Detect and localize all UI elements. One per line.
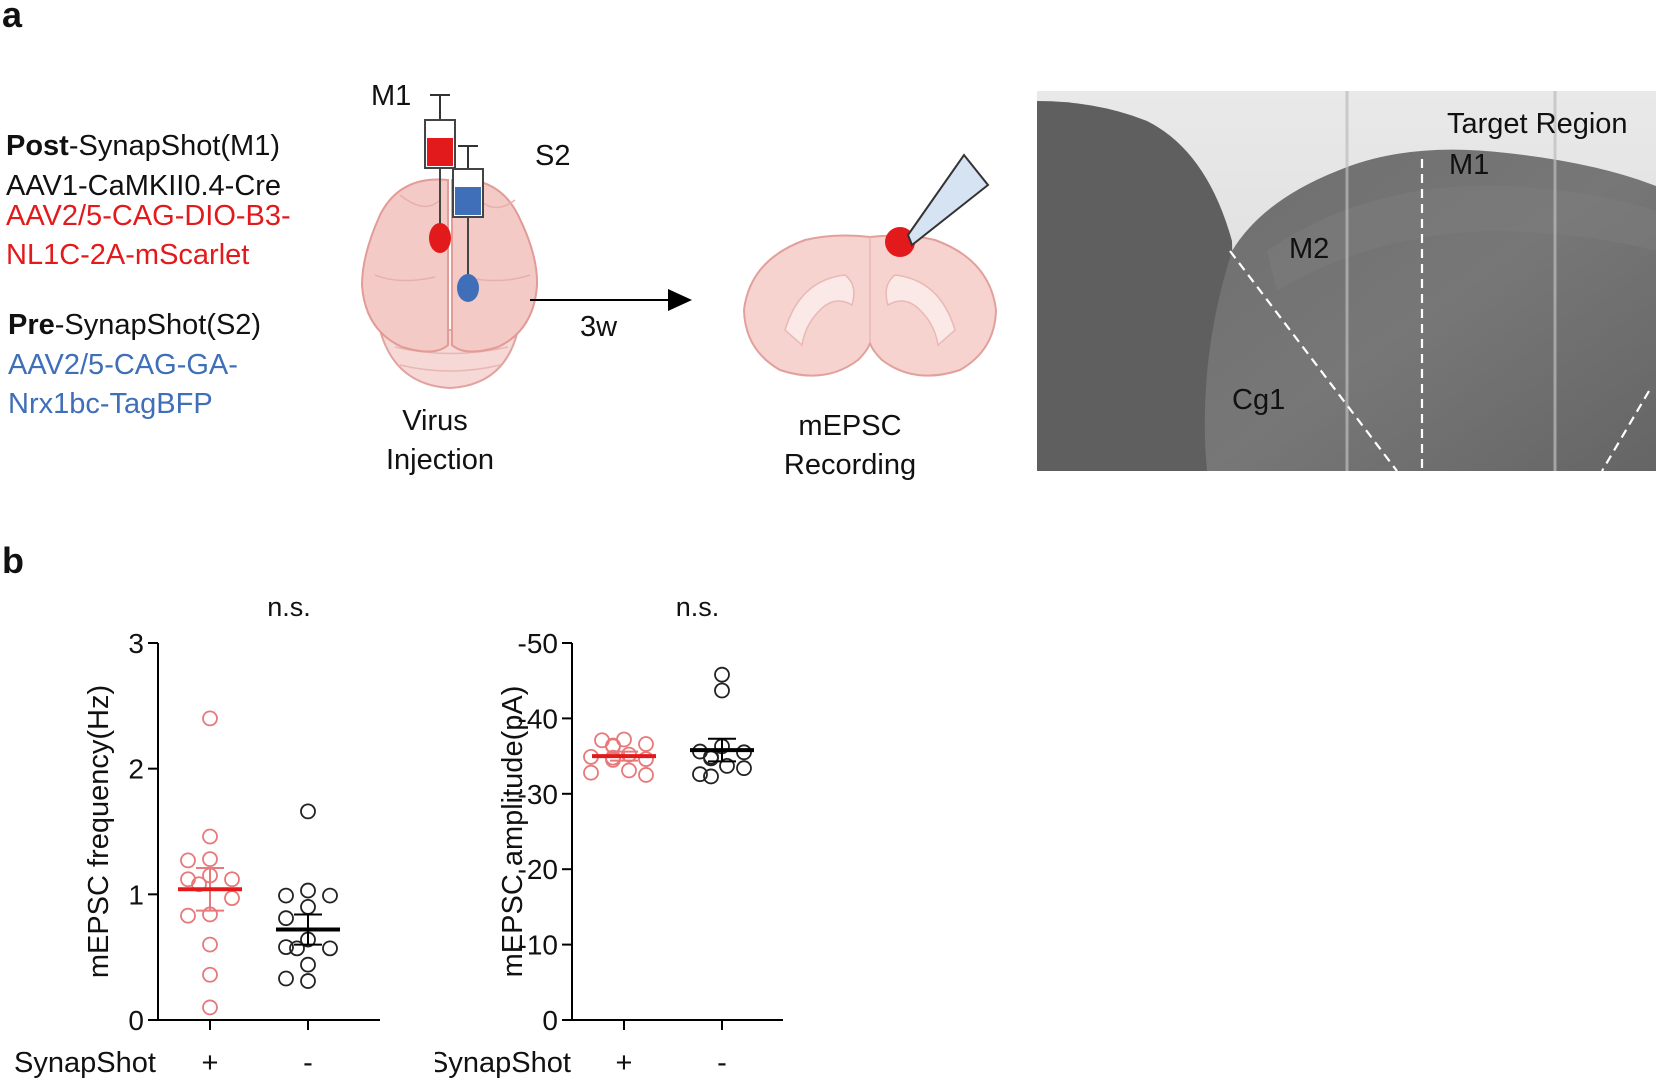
virus-injection-line-2: Injection xyxy=(385,444,494,476)
syringe-s2 xyxy=(452,145,484,302)
data-point xyxy=(322,940,338,957)
chart-mepsc-frequency: n.s. mEPSC frequency(Hz) 0 1 2 3 + - SynapShot xyxy=(14,592,380,1079)
data-point xyxy=(583,764,599,781)
data-point xyxy=(278,887,294,904)
data-point xyxy=(638,751,654,768)
micrograph-m1: M1 xyxy=(1449,149,1490,181)
x-category-label: + xyxy=(616,1047,633,1079)
post-virus-red-line-1: AAV2/5-CAG-DIO-B3- xyxy=(6,200,291,232)
pre-bold: Pre xyxy=(8,309,55,341)
pre-synapshot-label: Pre-SynapShot(S2) xyxy=(8,309,261,341)
arrow-label-3w: 3w xyxy=(580,311,618,343)
recording-line-1: mEPSC xyxy=(798,410,902,442)
syringe-m1 xyxy=(424,94,456,253)
micrograph-image xyxy=(1037,91,1656,471)
post-virus-red-line-2: NL1C-2A-mScarlet xyxy=(6,239,250,271)
post-synapshot-label: Post-SynapShot(M1) xyxy=(6,130,280,162)
data-point xyxy=(278,970,294,987)
data-point xyxy=(703,768,719,785)
coronal-slice-illustration xyxy=(742,153,998,377)
y-axis-label: mEPSC frequency(Hz) xyxy=(83,685,115,978)
brain-injection-illustration xyxy=(360,94,539,390)
data-point xyxy=(300,898,316,915)
data-point xyxy=(202,828,218,845)
y-tick-label: 0 xyxy=(128,1005,144,1036)
label-m1-injection: M1 xyxy=(371,80,412,112)
post-bold: Post xyxy=(6,130,69,162)
data-point xyxy=(202,999,218,1016)
data-point xyxy=(736,760,752,777)
data-point xyxy=(300,882,316,899)
cg1-m2-border xyxy=(1229,250,1398,471)
chart-title-ns: n.s. xyxy=(676,592,720,622)
data-point xyxy=(202,851,218,868)
data-point xyxy=(719,758,735,774)
data-point xyxy=(278,939,294,956)
pre-rest: -SynapShot(S2) xyxy=(54,309,262,341)
y-tick-label: 3 xyxy=(128,628,144,659)
x-group-label: SynapShot xyxy=(435,1047,571,1079)
y-tick-label: -30 xyxy=(518,779,558,810)
y-tick-label: -20 xyxy=(518,854,558,885)
data-point xyxy=(692,766,708,783)
data-point xyxy=(621,762,637,779)
data-point xyxy=(300,803,316,820)
time-arrow xyxy=(530,289,692,311)
panel-letter-b: b xyxy=(2,540,24,581)
y-tick-label: -10 xyxy=(518,930,558,961)
micrograph-cg1: Cg1 xyxy=(1232,384,1286,416)
data-point xyxy=(300,973,316,989)
data-point xyxy=(278,910,294,927)
data-point xyxy=(736,744,752,761)
recording-line-2: Recording xyxy=(783,449,917,481)
micrograph-m2: M2 xyxy=(1289,233,1330,265)
chart-title-ns: n.s. xyxy=(267,592,311,622)
data-point xyxy=(289,940,305,957)
data-point xyxy=(322,887,338,904)
pre-virus-blue-line-1: AAV2/5-CAG-GA- xyxy=(8,349,238,381)
data-point xyxy=(180,852,196,869)
panel-letter-a: a xyxy=(2,0,23,35)
x-category-label: + xyxy=(202,1047,219,1079)
x-group-label: SynapShot xyxy=(14,1047,156,1079)
data-point xyxy=(224,890,240,907)
y-axis-label: mEPSC amplitude(pA) xyxy=(497,686,529,978)
data-point xyxy=(638,767,654,783)
y-tick-label: 0 xyxy=(542,1005,558,1036)
recording-pipette xyxy=(906,153,990,247)
pre-virus-blue-line-2: Nrx1bc-TagBFP xyxy=(8,388,213,420)
data-point xyxy=(202,966,218,983)
label-s2-injection: S2 xyxy=(535,140,571,172)
data-point xyxy=(714,682,730,699)
virus-injection-line-1: Virus xyxy=(402,405,468,437)
data-point xyxy=(202,936,218,953)
data-point xyxy=(300,956,316,973)
brain-hemispheres xyxy=(360,178,539,353)
micrograph-target-region: Target Region xyxy=(1447,108,1628,140)
data-point xyxy=(714,666,730,683)
data-point xyxy=(202,710,218,727)
data-point xyxy=(224,871,240,888)
post-rest: -SynapShot(M1) xyxy=(68,130,280,162)
y-tick-label: 1 xyxy=(128,879,144,910)
m1-right-border xyxy=(1601,390,1650,471)
y-tick-label: 2 xyxy=(128,754,144,785)
y-tick-label: -50 xyxy=(518,628,558,659)
post-virus-cre: AAV1-CaMKII0.4-Cre xyxy=(6,170,282,202)
x-category-label: - xyxy=(717,1047,727,1079)
y-tick-label: -40 xyxy=(518,703,558,734)
data-point xyxy=(638,736,654,752)
data-point xyxy=(180,907,196,924)
chart-mepsc-amplitude: n.s. mEPSC amplitude(pA) 0 -10 -20 -30 -40 -50 +… xyxy=(435,592,783,1079)
x-category-label: - xyxy=(303,1047,313,1079)
